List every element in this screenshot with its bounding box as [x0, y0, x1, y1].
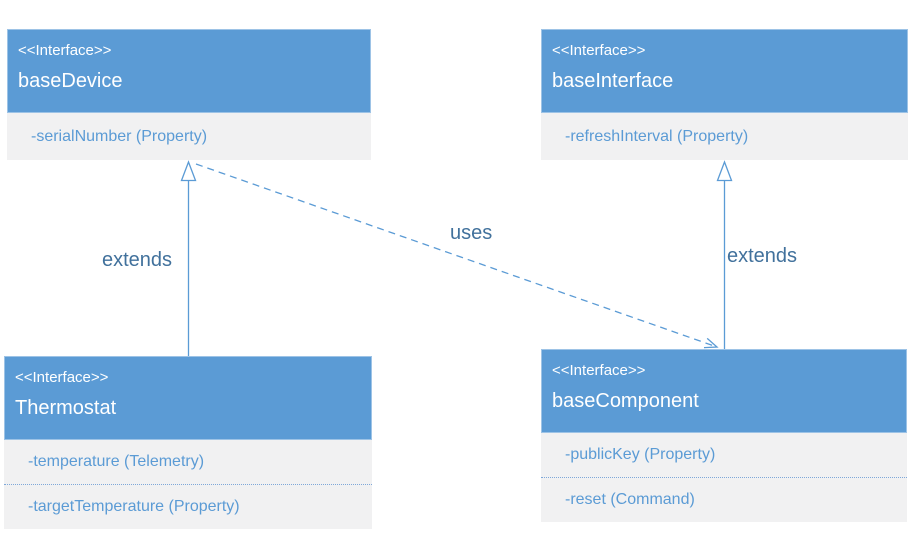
- interface-header: <<Interface>> baseInterface: [541, 29, 908, 113]
- interface-box-thermostat[interactable]: <<Interface>> Thermostat -temperature (T…: [4, 356, 372, 529]
- interface-name: Thermostat: [15, 397, 117, 419]
- member-row: -targetTemperature (Property): [4, 484, 372, 529]
- interface-members: -temperature (Telemetry) -targetTemperat…: [4, 440, 372, 529]
- interface-header: <<Interface>> Thermostat: [4, 356, 372, 440]
- edge-extends-basecomponent-baseinterface[interactable]: [716, 160, 733, 349]
- interface-box-basecomponent[interactable]: <<Interface>> baseComponent -publicKey (…: [541, 349, 907, 522]
- edge-uses-basedevice-basecomponent[interactable]: [195, 163, 719, 349]
- member-row: -reset (Command): [541, 477, 907, 522]
- hollow-triangle-arrowhead: [180, 160, 197, 182]
- interface-name: baseComponent: [552, 390, 699, 412]
- interface-header: <<Interface>> baseDevice: [7, 29, 371, 113]
- hollow-triangle-arrowhead: [716, 160, 733, 182]
- interface-members: -publicKey (Property) -reset (Command): [541, 433, 907, 522]
- edge-label-uses: uses: [450, 222, 493, 244]
- interface-name: baseDevice: [18, 70, 123, 92]
- member-row: -publicKey (Property): [565, 446, 716, 463]
- open-arrowhead: [703, 337, 719, 349]
- interface-box-baseinterface[interactable]: <<Interface>> baseInterface -refreshInte…: [541, 29, 908, 160]
- member-row: -temperature (Telemetry): [28, 453, 205, 470]
- stereotype-label: <<Interface>>: [552, 362, 646, 379]
- stereotype-label: <<Interface>>: [552, 42, 646, 59]
- member-row: -serialNumber (Property): [31, 127, 208, 145]
- interface-box-basedevice[interactable]: <<Interface>> baseDevice -serialNumber (…: [7, 29, 371, 160]
- edge-label-extends-left: extends: [102, 249, 173, 271]
- interface-members: -serialNumber (Property): [7, 113, 371, 160]
- stereotype-label: <<Interface>>: [15, 369, 109, 386]
- interface-header: <<Interface>> baseComponent: [541, 349, 907, 433]
- member-row: -refreshInterval (Property): [565, 127, 749, 145]
- edge-extends-thermostat-basedevice[interactable]: [180, 160, 197, 356]
- edge-label-extends-right: extends: [727, 245, 798, 267]
- stereotype-label: <<Interface>>: [18, 42, 112, 59]
- interface-name: baseInterface: [552, 70, 674, 92]
- interface-members: -refreshInterval (Property): [541, 113, 908, 160]
